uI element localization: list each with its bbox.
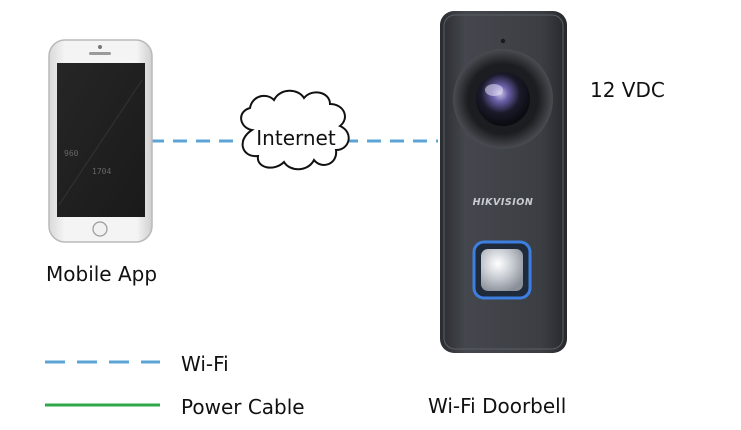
doorbell-button-icon [481,249,523,291]
doorbell-label: Wi-Fi Doorbell [428,394,567,418]
phone-home-button-icon [92,221,108,237]
phone-screen-text-2: 1704 [92,167,111,176]
mobile-app-label: Mobile App [46,262,158,286]
cloud-label: Internet [256,126,336,150]
legend-power-label: Power Cable [181,395,305,419]
internet-cloud: Internet [240,89,350,171]
mobile-phone: 960 1704 [48,39,153,243]
legend-wifi-label: Wi-Fi [181,352,229,376]
phone-camera-icon [98,45,102,49]
phone-speaker-icon [89,52,111,55]
doorbell-camera-icon [476,72,530,126]
doorbell-sensor-icon [500,38,506,44]
doorbell-brand: HIKVISION [473,197,534,208]
voltage-label: 12 VDC [590,78,665,102]
wifi-doorbell: HIKVISION [440,11,567,353]
phone-screen-text-1: 960 [64,149,79,158]
cloud-icon [240,89,350,171]
